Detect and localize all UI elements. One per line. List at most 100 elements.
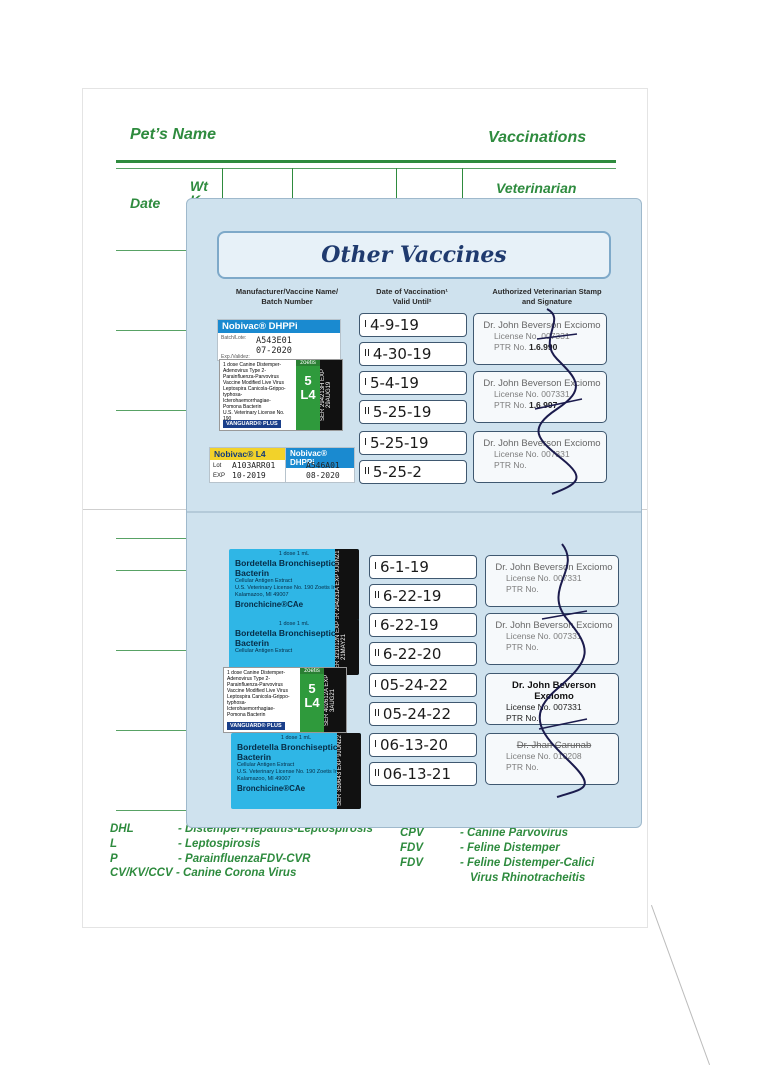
- vet-name: Dr. John Beverson Exciomo: [483, 438, 601, 449]
- nobivac-l4-sticker: Nobivac® L4 Lot EXP A103ARR01 10-2019: [209, 447, 289, 483]
- vet-stamp: Dr. John Beverson Exciomo License No. 00…: [494, 620, 614, 653]
- ptr-number: PTR No. 1.6.997: [482, 400, 602, 411]
- date-text: 5-25-2: [372, 463, 422, 481]
- column-divider: [396, 168, 397, 198]
- expiry-date: 07-2020: [256, 346, 292, 356]
- legend-code: CPV: [400, 827, 424, 839]
- row-line: [116, 410, 186, 411]
- vaccine-license: U.S. Veterinary License No. 190: [223, 410, 285, 422]
- dose-marker: II: [374, 648, 380, 659]
- manufacturer-column-header: Manufacturer/Vaccine Name/ Batch Number: [235, 287, 339, 306]
- nobivac-dhppi-sticker: Nobivac® DHPPi A546A01 08-2020: [285, 447, 355, 483]
- vet-name: Dr. Jhan Carunab: [516, 740, 592, 751]
- vet-stamp-box: Dr. John Beverson Exciomo License No. 00…: [485, 555, 619, 607]
- date-text: 05-24-22: [379, 676, 449, 694]
- vaccinations-label: Vaccinations: [488, 129, 587, 146]
- license-number: License No. 007331: [506, 573, 582, 583]
- badge-number: 5: [308, 681, 316, 696]
- license-number: License No. 007331: [506, 631, 582, 641]
- license-number: License No. 007331: [494, 389, 570, 399]
- sticker-brand: Nobivac® DHPPi: [286, 448, 354, 468]
- ptr-number: PTR No.: [506, 762, 539, 772]
- vaccine-name: Bordetella Bronchiseptica Bacterin: [235, 558, 341, 578]
- vanguard-plus-sticker: 1 dose Canine Distemper-Adenovirus Type …: [219, 359, 343, 431]
- expiry-date: 08-2020: [306, 471, 340, 480]
- nobivac-dhppi-sticker: Nobivac® DHPPi Batch/Lote: A543E01 07-20…: [217, 319, 341, 361]
- dose-marker: II: [374, 590, 380, 601]
- vaccine-description: 1 dose Canine Distemper-Adenovirus Type …: [220, 360, 292, 424]
- license-number: License No. 007331: [494, 331, 570, 341]
- date-text: 5-25-19: [372, 403, 432, 421]
- vet-stamp: Dr. John Beverson Exciomo License No. 00…: [494, 562, 614, 595]
- legend-code: FDV: [400, 857, 423, 869]
- date-text: 05-24-22: [382, 705, 451, 723]
- vet-stamp-box: Dr. John Beverson Exciomo License No. 00…: [485, 613, 619, 665]
- date-text: 4-9-19: [369, 316, 419, 334]
- vet-stamp-box: Dr. John Beverson Exciomo License No. 00…: [473, 371, 607, 423]
- vanguard-brand: VANGUARD® PLUS: [227, 722, 285, 730]
- row-line: [116, 810, 186, 811]
- dose-marker: II: [364, 348, 370, 359]
- date-text: 06-13-20: [379, 736, 449, 754]
- dose-marker: I: [364, 437, 367, 448]
- vet-name: Dr. John Beverson Exciomo: [483, 378, 601, 389]
- dose-marker: I: [364, 377, 367, 388]
- row-line: [116, 570, 186, 571]
- bronchicine-sticker: 1 dose 1 mL Bordetella Bronchiseptica Ba…: [231, 733, 361, 809]
- vaccine-description: 1 dose Canine Distemper-Adenovirus Type …: [224, 668, 296, 720]
- dose-marker: I: [374, 739, 377, 750]
- sticker-brand: Nobivac® L4: [210, 448, 288, 460]
- vaccine-license: U.S. Veterinary License No. 190 Zoetis I…: [237, 769, 344, 782]
- booklet-fold: [187, 511, 641, 513]
- badge-type: L4: [300, 387, 316, 402]
- vaccine-text: 1 dose Canine Distemper-Adenovirus Type …: [223, 362, 286, 410]
- vaccine-name: Bordetella Bronchiseptica Bacterin: [235, 628, 341, 648]
- vanguard-brand: VANGUARD® PLUS: [223, 420, 281, 428]
- veterinarian-column-label: Veterinarian: [496, 180, 577, 196]
- dose-marker: II: [374, 768, 380, 779]
- legend-code: L: [110, 838, 118, 850]
- date-text: 6-1-19: [379, 558, 429, 576]
- lot-number: A103ARR01: [232, 461, 276, 470]
- ptr-handwritten: 1.6.990: [528, 342, 558, 352]
- date-text: 06-13-21: [382, 765, 451, 783]
- dose-marker: I: [374, 561, 377, 572]
- other-vaccines-banner: Other Vaccines: [217, 231, 611, 279]
- legend-desc: - Canine Corona Virus: [176, 867, 297, 879]
- date-text: 6-22-20: [382, 645, 442, 663]
- vet-stamp-box: Dr. John Beverson Exciomo License No. 00…: [473, 313, 607, 365]
- dose-info: 1 dose 1 mL: [278, 551, 310, 557]
- date-column-header: Date of Vaccination¹ Valid Until²: [376, 287, 448, 306]
- date-column-label: Date: [130, 195, 161, 211]
- column-divider: [462, 168, 463, 198]
- row-line: [116, 730, 186, 731]
- license-number: License No. 010208: [506, 751, 582, 761]
- ptr-number: PTR No.: [506, 584, 539, 594]
- date-text: 5-25-19: [369, 434, 429, 452]
- row-line: [116, 538, 186, 539]
- scan-artifact: [650, 904, 711, 1066]
- legend-code: DHL: [110, 823, 134, 835]
- date-text: 5-4-19: [369, 374, 419, 392]
- bronchicine-sticker: 1 dose 1 mL Bordetella Bronchiseptica Ba…: [229, 549, 359, 627]
- legend-desc: - Feline Distemper: [460, 842, 560, 854]
- zoetis-logo: zoetis: [300, 668, 324, 674]
- booklet-title: Other Vaccines: [321, 242, 507, 268]
- date-text: 6-22-19: [382, 587, 442, 605]
- dose-marker: I: [374, 679, 377, 690]
- license-number: License No. 007331: [506, 702, 582, 712]
- ptr-label: PTR No.: [494, 400, 527, 410]
- vaccine-text: 1 dose Canine Distemper-Adenovirus Type …: [227, 670, 290, 718]
- dose-marker: I: [374, 619, 377, 630]
- ptr-label: PTR No.: [494, 342, 527, 352]
- ptr-number: PTR No.: [494, 460, 527, 470]
- badge-type: L4: [304, 695, 320, 710]
